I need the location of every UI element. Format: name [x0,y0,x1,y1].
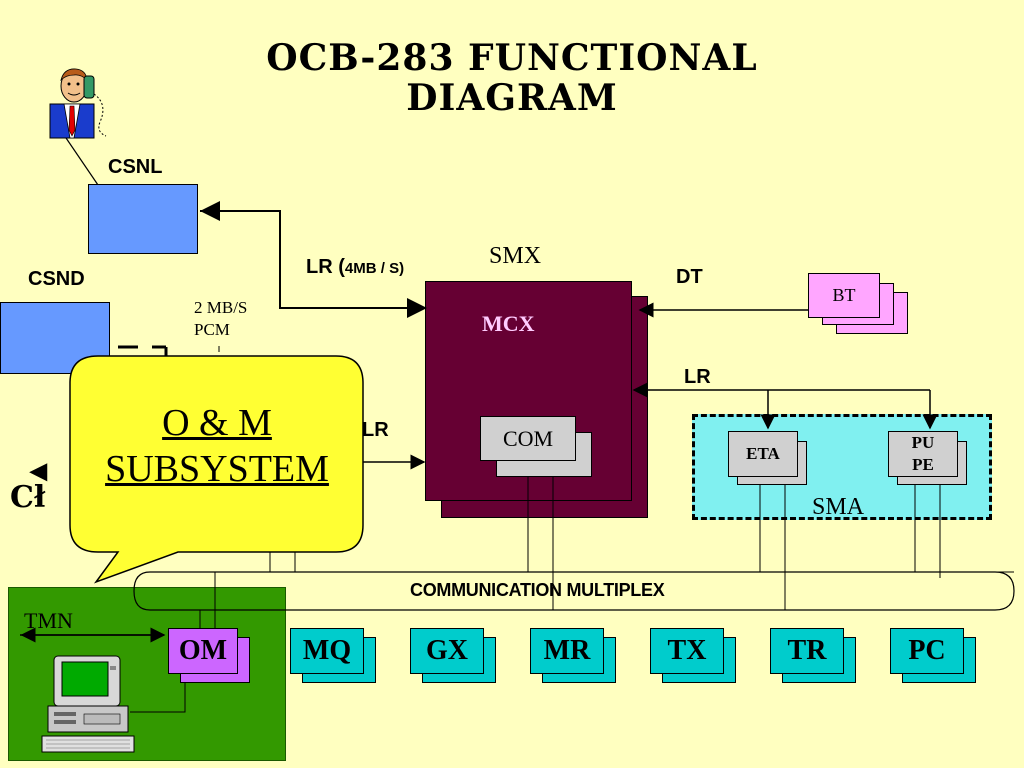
lr-4mb-label: LR (4MB / S) [306,256,404,279]
comm-multiplex-label: COMMUNICATION MULTIPLEX [410,580,665,600]
mq-module-label: MQ [302,635,352,666]
pupe-block: PU PE [888,431,958,477]
gx-module: GX [410,628,484,674]
eta-block: ETA [728,431,798,477]
lr-4mb-rate: 4MB / S) [344,260,405,277]
lr-4mb-text: LR ( [306,256,345,278]
mcx-label: MCX [482,311,535,336]
computer-terminal-icon [22,652,154,756]
gx-module-label: GX [426,635,468,666]
left-arrow-icon: ◀ [30,458,47,483]
mr-module: MR [530,628,604,674]
pe-label: PE [912,455,934,474]
eta-label: ETA [746,444,780,463]
tr-module: TR [770,628,844,674]
callout-line-2: SUBSYSTEM [105,448,329,490]
callout-line-1: O & M [162,402,272,444]
com-label: COM [502,425,554,451]
tmn-label: TMN [24,608,73,633]
om-module-label: OM [178,635,228,666]
two-mbs-label: 2 MB/S [194,298,248,317]
pc-module: PC [890,628,964,674]
csnl-block [88,184,198,254]
bt-block: BT [808,273,880,318]
csnd-block [0,302,110,374]
bt-label: BT [832,285,856,305]
person-on-phone-icon [48,64,112,140]
title-line-2: DIAGRAM [406,77,618,119]
pc-module-label: PC [908,635,946,666]
tr-module-label: TR [787,635,827,666]
callout-text: O & M SUBSYSTEM [72,400,362,492]
ck-fragment-text: Cł [10,480,46,515]
com-block: COM [480,416,576,461]
title-line-1: OCB-283 FUNCTIONAL [266,37,758,79]
lr-right-label: LR [684,366,711,388]
lr-left-label: LR [362,419,389,441]
smx-label: SMX [489,243,542,269]
diagram-title: OCB-283 FUNCTIONAL DIAGRAM [0,38,1024,118]
sma-label: SMA [812,494,865,520]
tx-module-label: TX [667,635,707,666]
pcm-label: PCM [194,320,230,339]
mr-module-label: MR [543,635,591,666]
tx-module: TX [650,628,724,674]
csnl-label: CSNL [108,156,163,178]
csnd-label: CSND [28,268,85,290]
om-module: OM [168,628,238,674]
dt-label: DT [676,266,703,288]
pu-label: PU [911,433,935,452]
mq-module: MQ [290,628,364,674]
